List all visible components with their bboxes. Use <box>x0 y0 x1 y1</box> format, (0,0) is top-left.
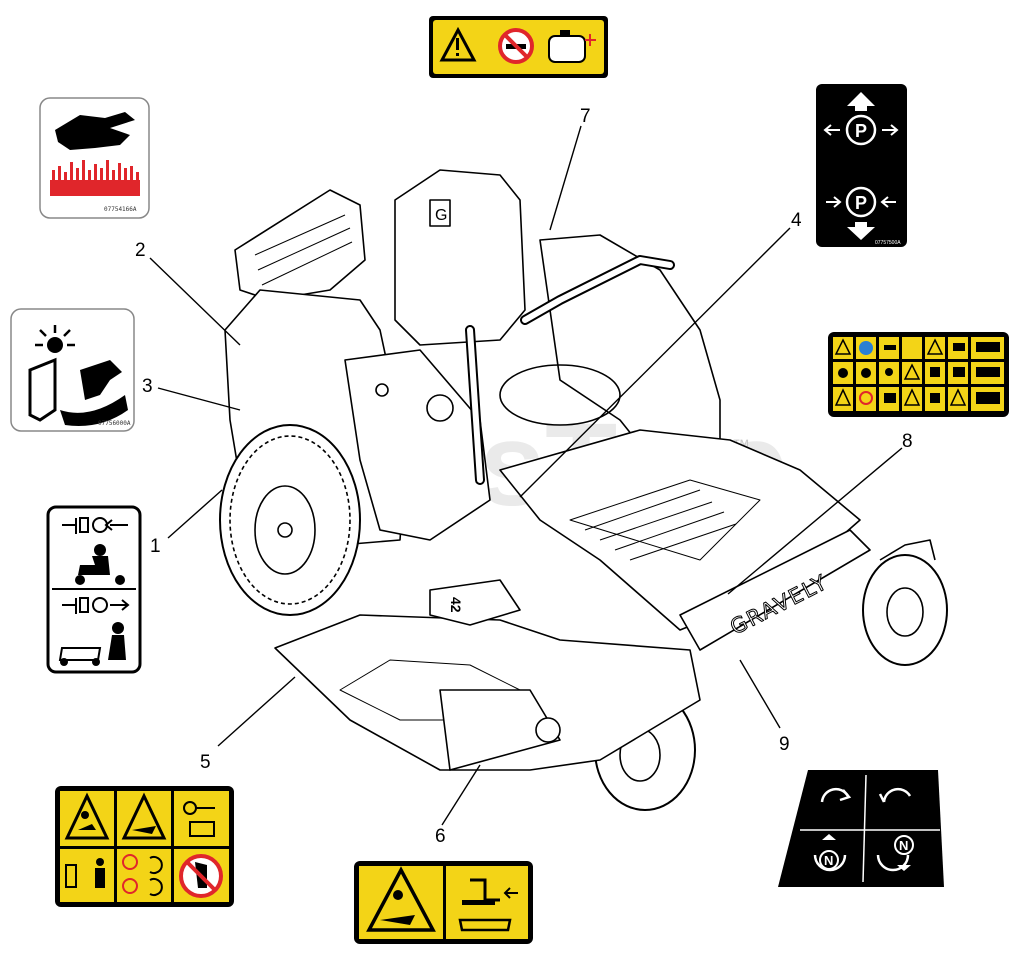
leader-2 <box>149 257 241 346</box>
callout-3: 3 <box>142 376 153 397</box>
bystander-icon <box>96 858 104 866</box>
decal-operator-presence <box>46 505 142 674</box>
leader-3 <box>157 387 241 411</box>
leader-7 <box>549 125 582 231</box>
brake-engaged-icon <box>845 114 877 146</box>
neutral-letter-left: N <box>824 853 833 868</box>
neutral-right-icon <box>894 835 914 855</box>
read-manual-icon <box>859 341 873 355</box>
decal-code-hand-crush: 07756000A <box>98 420 131 427</box>
heat-waves-icon <box>50 160 140 196</box>
seat <box>394 169 526 346</box>
leader-9 <box>739 659 781 729</box>
callout-2: 2 <box>135 240 146 261</box>
seat-logo: G <box>435 207 447 224</box>
decal-code-parking-brake: 07757500A <box>875 240 901 246</box>
callout-1: 1 <box>150 536 161 557</box>
decal-fuel-warning <box>429 16 608 78</box>
deck-motor-cover <box>429 579 521 626</box>
decal-hand-crush: 07756000A <box>10 308 135 432</box>
prohibited-icon <box>859 391 873 405</box>
decal-bottom-warning <box>354 861 533 944</box>
anti-scalp-roller <box>535 717 561 743</box>
decal-hot-surface: 07754166A <box>39 97 150 219</box>
decal-safety-pictograms <box>828 332 1009 417</box>
callout-9: 9 <box>779 734 790 755</box>
callout-4: 4 <box>791 210 802 231</box>
impact-burst-icon <box>47 337 63 353</box>
neutral-letter-right: N <box>899 838 908 853</box>
brake-released-icon <box>845 186 877 218</box>
deck-size-label: 42 <box>448 597 464 613</box>
fuel-tank-panel <box>344 349 491 541</box>
rider-seated-icon <box>75 544 125 585</box>
brake-letter-bottom: P <box>855 193 867 213</box>
fuel-cap <box>426 394 454 422</box>
discharge-chute <box>439 689 561 771</box>
decal-deck-warning <box>55 786 234 907</box>
arrow-up-icon <box>847 92 875 106</box>
arrow-down-icon <box>847 227 875 240</box>
callout-8: 8 <box>902 431 913 452</box>
leader-5 <box>217 676 296 747</box>
leader-6 <box>441 764 481 826</box>
rider-standing-icon <box>58 622 126 666</box>
leader-1 <box>167 489 223 539</box>
leader-4 <box>519 227 791 498</box>
mower-illustration: G GRAVELY 42 <box>219 169 948 811</box>
leader-lines <box>149 125 903 826</box>
warning-triangle-icon <box>834 338 852 355</box>
brake-letter-top: P <box>855 121 867 141</box>
callout-5: 5 <box>200 752 211 773</box>
decal-parking-brake: P P 07757500A <box>816 84 907 247</box>
hand-icon <box>55 112 135 150</box>
warning-triangle-icon <box>439 26 477 62</box>
callout-7: 7 <box>580 106 591 127</box>
right-body <box>539 234 721 471</box>
decal-code-hot-surface: 07754166A <box>104 206 137 213</box>
thrown-object-icon <box>366 866 436 932</box>
neutral-left-icon <box>819 850 839 870</box>
seat-logo-plate <box>429 199 451 227</box>
front-bumper <box>679 529 871 651</box>
blade-hazard-icon <box>121 792 167 840</box>
manual-icon <box>189 821 215 837</box>
forward-right-arrow-icon <box>882 787 912 803</box>
callout-6: 6 <box>435 826 446 847</box>
fuel-can-icon <box>548 35 586 63</box>
decal-motion-control: N N <box>778 770 944 887</box>
crushed-hand-icon <box>80 360 122 400</box>
leader-8 <box>727 447 903 595</box>
thrown-object-icon <box>64 792 110 840</box>
callout-numbers: 1 2 3 4 5 6 7 8 9 <box>135 106 913 847</box>
no-hands-icon <box>122 854 138 870</box>
engine-grille <box>234 189 366 301</box>
